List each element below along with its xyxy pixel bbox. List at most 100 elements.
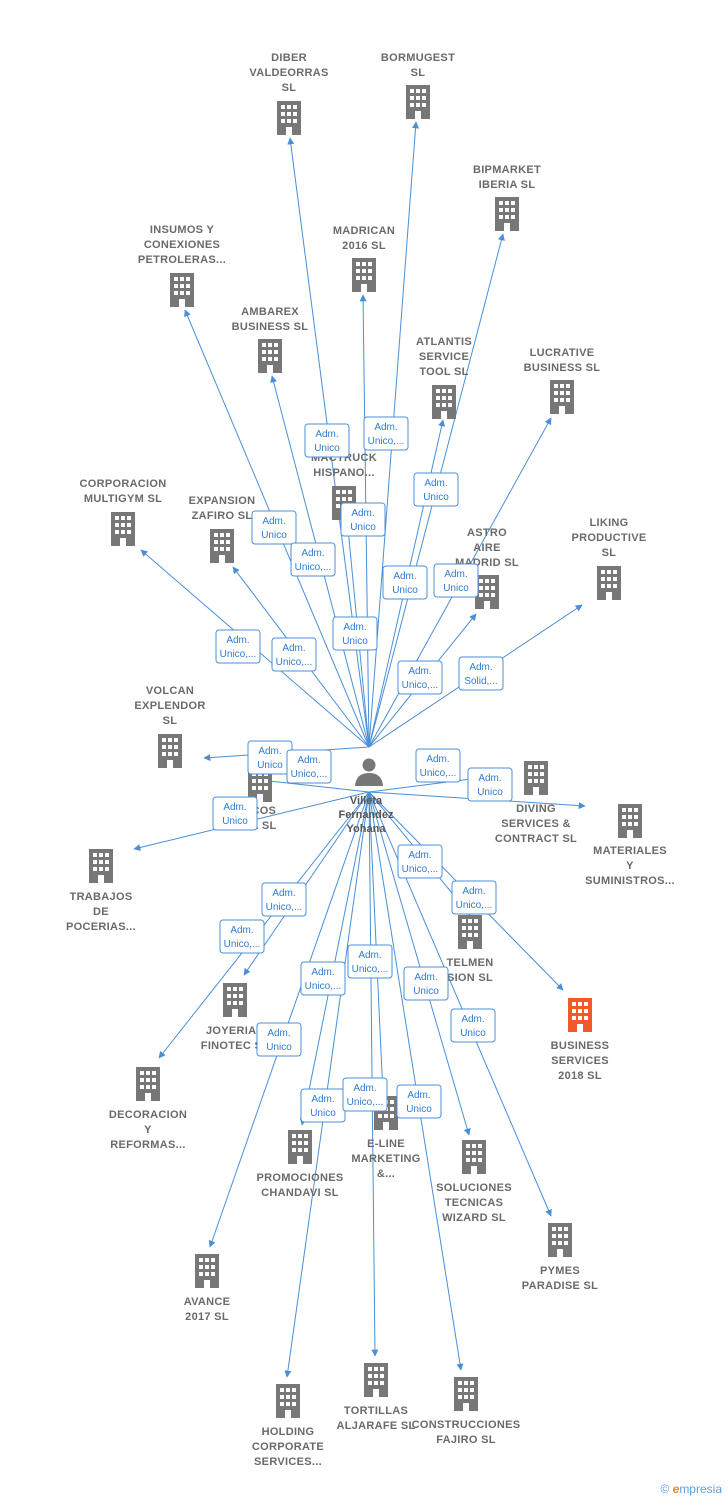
role-tag[interactable]: Adm.Unico,... xyxy=(271,637,317,672)
role-tag[interactable]: Adm.Unico,... xyxy=(290,542,336,577)
role-tag-box xyxy=(290,542,336,577)
role-tag[interactable]: Adm.Unico,... xyxy=(363,416,409,451)
role-tag[interactable]: Adm.Unico,... xyxy=(397,844,443,879)
role-tag[interactable]: Adm.Unico,... xyxy=(300,961,346,996)
company-label-line: TELMEN xyxy=(446,957,493,969)
role-tag[interactable]: Adm.Solid,... xyxy=(458,656,504,691)
role-tag[interactable]: Adm.Unico xyxy=(251,510,297,545)
company-label-line: Y xyxy=(626,860,634,872)
role-tag[interactable]: Adm.Unico,... xyxy=(342,1077,388,1112)
company-label-line: SUMINISTROS... xyxy=(585,875,675,887)
role-tag-box xyxy=(304,423,350,458)
company-label-line: VOLCAN xyxy=(146,685,194,697)
company-label-line: TECNICAS xyxy=(445,1197,504,1209)
role-tag[interactable]: Adm.Unico,... xyxy=(415,748,461,783)
role-tag-text: Unico xyxy=(266,1042,292,1053)
company-node[interactable]: MATERIALESYSUMINISTROS... xyxy=(585,804,675,887)
role-tag[interactable]: Adm.Unico xyxy=(450,1008,496,1043)
company-label-line: SL xyxy=(282,82,297,94)
role-tag-box xyxy=(397,844,443,879)
building-icon xyxy=(89,849,113,883)
role-tag[interactable]: Adm.Unico xyxy=(332,616,378,651)
role-tag[interactable]: Adm.Unico xyxy=(413,472,459,507)
company-label-line: AIRE xyxy=(473,542,500,554)
role-tag-text: Unico,... xyxy=(295,562,332,573)
company-label-line: CORPORACION xyxy=(79,478,166,490)
role-tag[interactable]: Adm.Unico,... xyxy=(261,882,307,917)
role-tag[interactable]: Adm.Unico xyxy=(396,1084,442,1119)
role-tag[interactable]: Adm.Unico xyxy=(212,796,258,831)
role-tag[interactable]: Adm.Unico,... xyxy=(286,749,332,784)
company-label-line: AVANCE xyxy=(184,1296,231,1308)
role-tag[interactable]: Adm.Unico xyxy=(304,423,350,458)
edge-promociones xyxy=(299,791,370,1126)
role-tag[interactable]: Adm.Unico,... xyxy=(347,944,393,979)
company-label-line: MARKETING xyxy=(351,1153,420,1165)
role-tag[interactable]: Adm.Unico xyxy=(247,740,293,775)
role-tag[interactable]: Adm.Unico xyxy=(382,565,428,600)
building-icon xyxy=(170,273,194,307)
role-tag[interactable]: Adm.Unico xyxy=(300,1088,346,1123)
role-tag[interactable]: Adm.Unico xyxy=(256,1022,302,1057)
role-tag-text: Solid,... xyxy=(464,676,497,687)
company-label-line: SERVICES xyxy=(551,1055,609,1067)
role-tag-text: Unico,... xyxy=(420,768,457,779)
role-tag[interactable]: Adm.Unico xyxy=(433,563,479,598)
role-tag[interactable]: Adm.Unico,... xyxy=(397,660,443,695)
company-node[interactable]: HOLDINGCORPORATESERVICES... xyxy=(252,1384,324,1468)
role-tag-text: Adm. xyxy=(262,516,285,527)
company-node[interactable]: DECORACIONYREFORMAS... xyxy=(109,1067,187,1151)
company-node[interactable]: TRABAJOSDEPOCERIAS... xyxy=(66,849,136,933)
building-icon xyxy=(288,1130,312,1164)
company-node[interactable]: E-LINEMARKETING&... xyxy=(351,1096,420,1180)
role-tag[interactable]: Adm.Unico,... xyxy=(219,919,265,954)
building-icon xyxy=(195,1254,219,1288)
brand-name: mpresia xyxy=(679,1482,722,1496)
role-tag-text: Adm. xyxy=(353,1083,376,1094)
role-tag-text: Adm. xyxy=(272,888,295,899)
role-tag-text: Unico xyxy=(460,1028,486,1039)
building-icon xyxy=(223,983,247,1017)
company-label-line: MADRICAN xyxy=(333,225,395,237)
role-tag-text: Unico,... xyxy=(305,981,342,992)
role-tag[interactable]: Adm.Unico xyxy=(467,767,513,802)
company-node[interactable]: INSUMOS YCONEXIONESPETROLERAS... xyxy=(138,224,226,307)
edge-holding xyxy=(284,791,370,1378)
building-icon xyxy=(364,1363,388,1397)
role-tag-text: Adm. xyxy=(297,755,320,766)
role-tag[interactable]: Adm.Unico xyxy=(340,502,386,537)
role-tag-text: Unico xyxy=(423,492,449,503)
role-tag-text: Unico,... xyxy=(402,864,439,875)
role-tag[interactable]: Adm.Unico xyxy=(403,966,449,1001)
tags-layer: Adm.UnicoAdm.Unico,...Adm.UnicoAdm.Unico… xyxy=(212,416,513,1123)
role-tag-text: Adm. xyxy=(444,569,467,580)
role-tag-text: Unico,... xyxy=(224,939,261,950)
role-tag-box xyxy=(403,966,449,1001)
role-tag[interactable]: Adm.Unico,... xyxy=(451,880,497,915)
role-tag[interactable]: Adm.Unico,... xyxy=(215,629,261,664)
